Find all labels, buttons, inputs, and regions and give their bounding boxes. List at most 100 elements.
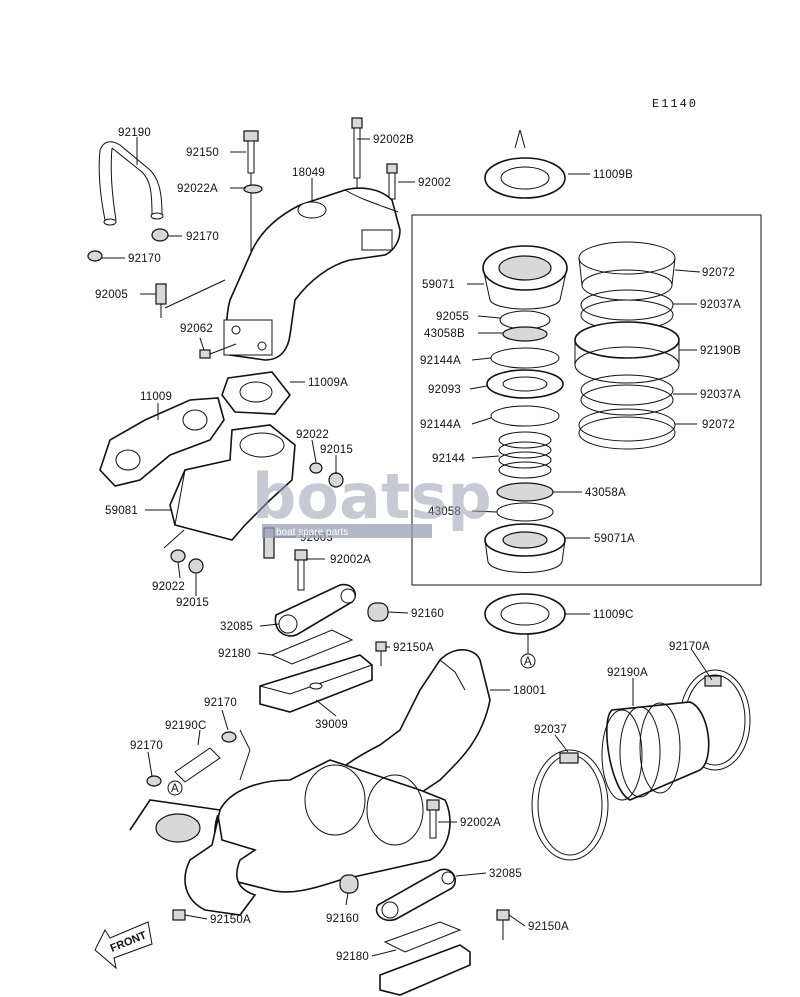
- label-59071A: 59071A: [594, 533, 635, 545]
- label-11009: 11009: [140, 391, 172, 403]
- seal-43058A: [496, 482, 554, 502]
- label-32085-a: 32085: [220, 621, 253, 633]
- label-92093: 92093: [428, 384, 461, 396]
- label-92190: 92190: [118, 127, 151, 139]
- hose-92190: [98, 141, 164, 226]
- ref-mark-a-2-text: A: [171, 783, 179, 795]
- leader-lines: [102, 129, 713, 957]
- label-92022A: 92022A: [177, 183, 218, 195]
- label-92160-a: 92160: [411, 608, 444, 620]
- watermark-bar: [262, 524, 432, 538]
- gasket-11009: [99, 397, 225, 487]
- intake-body-18049: [223, 187, 401, 361]
- label-92190A: 92190A: [607, 667, 648, 679]
- label-43058: 43058: [428, 506, 461, 518]
- screw-92150A-b: [172, 909, 186, 921]
- elbow-59081: [169, 424, 296, 541]
- label-92150A-a: 92150A: [393, 642, 434, 654]
- label-59071: 59071: [422, 279, 455, 291]
- label-92170-b: 92170: [128, 253, 161, 265]
- label-92170-d: 92170: [130, 740, 163, 752]
- label-92160-b: 92160: [326, 913, 359, 925]
- label-92144A-a: 92144A: [420, 355, 461, 367]
- outlet-elbow: [129, 799, 257, 916]
- label-92144A-b: 92144A: [420, 419, 461, 431]
- label-92022-b: 92022: [152, 581, 185, 593]
- label-43058A: 43058A: [585, 487, 626, 499]
- clamp-92170-b: [87, 250, 103, 262]
- label-92170A: 92170A: [669, 641, 710, 653]
- hose-92190A: [601, 701, 710, 801]
- label-92037: 92037: [534, 724, 567, 736]
- label-18049: 18049: [292, 167, 325, 179]
- gasket-11009C: [484, 593, 566, 635]
- housing-59071A: [484, 523, 566, 573]
- label-43058B: 43058B: [424, 328, 465, 340]
- label-92150: 92150: [186, 147, 219, 159]
- label-92002A-a: 92002A: [330, 554, 371, 566]
- clamp-92170-a: [151, 228, 169, 242]
- bushing-92160-a: [367, 602, 389, 622]
- watermark-tagline: boat spare parts: [276, 527, 348, 538]
- label-18001: 18001: [513, 685, 546, 697]
- label-92037A-a: 92037A: [700, 299, 741, 311]
- label-39009: 39009: [315, 719, 348, 731]
- label-92037A-b: 92037A: [700, 389, 741, 401]
- bracket-39009: [259, 654, 373, 713]
- ref-mark-a-1-text: A: [524, 656, 532, 668]
- label-92015-a: 92015: [320, 444, 353, 456]
- label-32085-b: 32085: [489, 868, 522, 880]
- label-92144: 92144: [432, 453, 465, 465]
- label-92055: 92055: [436, 311, 469, 323]
- watermark-logo: boatsp: [252, 460, 492, 533]
- bushing-92160-b: [339, 874, 359, 894]
- oring-92144A-b: [490, 405, 560, 427]
- diagram-code: E1140: [652, 97, 698, 111]
- label-92150A-c: 92150A: [528, 921, 569, 933]
- label-11009A: 11009A: [308, 377, 348, 389]
- label-92180-a: 92180: [218, 648, 251, 660]
- seal-43058: [496, 502, 554, 522]
- housing-59071: [482, 245, 568, 310]
- pump-assembly-frame: [411, 214, 762, 586]
- label-92002: 92002: [418, 177, 451, 189]
- label-59081: 59081: [105, 505, 138, 517]
- hose-92190C: [174, 747, 221, 783]
- clamp-92170-c: [221, 731, 237, 743]
- label-11009B: 11009B: [593, 169, 633, 181]
- label-92015-b: 92015: [176, 597, 209, 609]
- screw-92150A-a: [375, 641, 387, 666]
- spring-92144: [498, 431, 552, 479]
- ref-mark-a-1: A: [520, 653, 536, 669]
- label-92190B: 92190B: [700, 345, 741, 357]
- fitting-92005-a: [155, 283, 167, 318]
- sleeve-92190B: [574, 321, 680, 384]
- nut-92015-b: [188, 558, 204, 574]
- clamp-92037: [531, 749, 609, 861]
- label-92002B: 92002B: [373, 134, 414, 146]
- gasket-11009B: [484, 157, 566, 199]
- front-arrow: FRONT: [94, 921, 153, 970]
- shim-92180-b: [383, 921, 462, 953]
- bearing-92093: [486, 369, 564, 399]
- bolt-92002: [386, 163, 398, 200]
- bracket-32085-a: [274, 583, 356, 637]
- screw-92150A-c: [496, 909, 510, 940]
- clamp-92170-d: [146, 775, 162, 787]
- label-92150A-b: 92150A: [210, 914, 251, 926]
- clamp-92072-b: [578, 408, 676, 450]
- label-92190C: 92190C: [165, 720, 206, 732]
- label-92170-a: 92170: [186, 231, 219, 243]
- band-92037A-b: [580, 374, 674, 416]
- label-92022-a: 92022: [296, 429, 329, 441]
- washer-92022A: [243, 184, 263, 194]
- clamp-92072-a: [578, 241, 676, 301]
- label-92072-b: 92072: [702, 419, 735, 431]
- washer-92022-b: [170, 549, 186, 563]
- bracket-lower: [379, 944, 471, 996]
- ref-mark-a-2: A: [167, 780, 183, 796]
- gasket-11009A: [221, 371, 292, 415]
- ring-92055: [499, 310, 551, 330]
- label-92002A-b: 92002A: [460, 817, 501, 829]
